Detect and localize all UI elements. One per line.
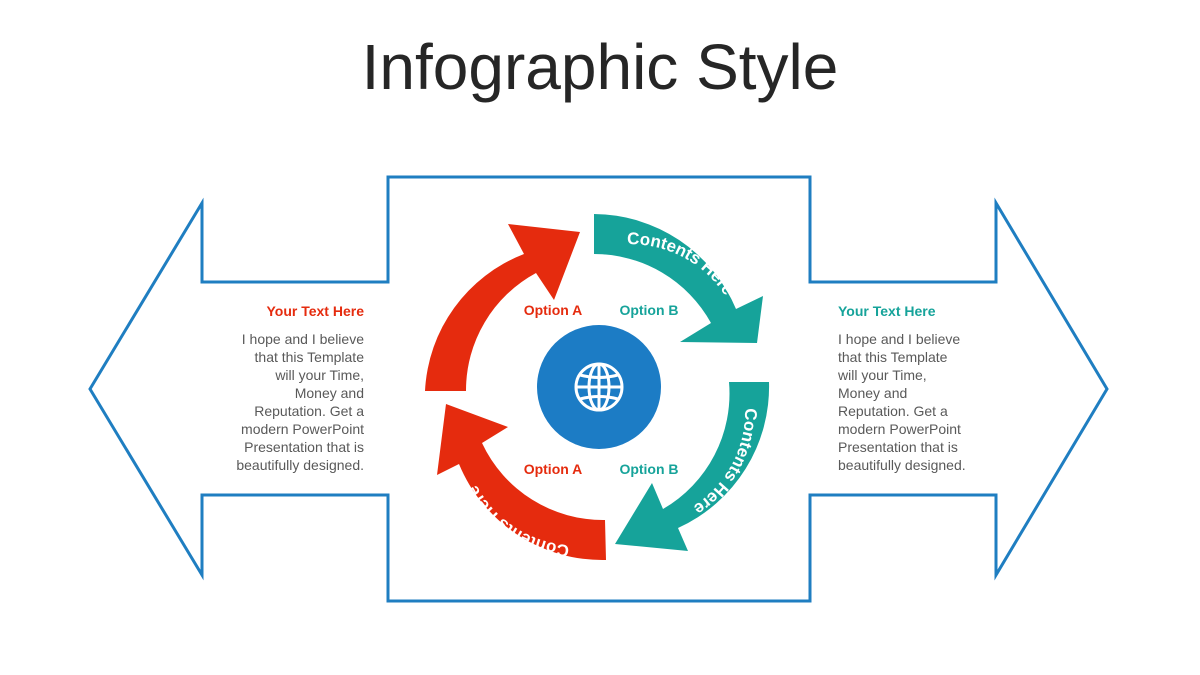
- page-title: Infographic Style: [361, 31, 839, 103]
- option-label-bottom-right: Option B: [619, 461, 678, 477]
- cycle-arrow-top-right: [594, 214, 763, 343]
- right-panel-body: I hope and I believe that this Template …: [838, 331, 966, 473]
- left-panel-heading: Your Text Here: [266, 303, 364, 319]
- left-panel-body: I hope and I believe that this Template …: [236, 331, 364, 473]
- option-label-top-right: Option B: [619, 302, 678, 318]
- right-panel-heading: Your Text Here: [838, 303, 936, 319]
- cycle-arrow-bottom-left: [437, 404, 606, 561]
- globe-icon: [574, 362, 624, 412]
- cycle-arrow-top-left: [425, 224, 580, 391]
- option-label-bottom-left: Option A: [524, 461, 583, 477]
- double-arrow-outline: [88, 175, 1109, 603]
- option-label-top-left: Option A: [524, 302, 583, 318]
- cycle-arrow-bottom-right: [615, 382, 770, 551]
- cycle-diagram: [425, 214, 770, 561]
